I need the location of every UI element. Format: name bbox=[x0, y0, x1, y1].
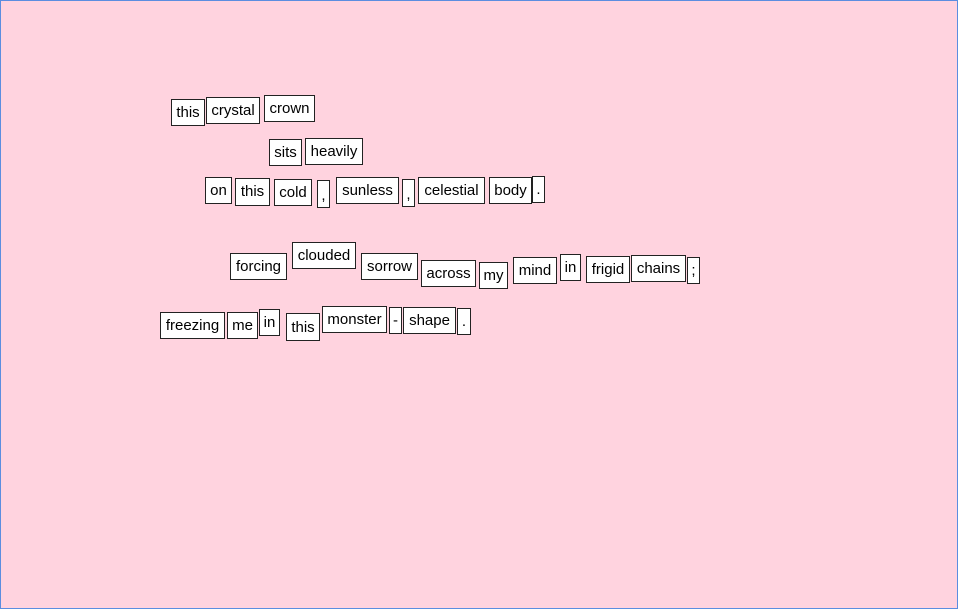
word-tile[interactable]: chains bbox=[631, 255, 686, 282]
word-tile[interactable]: cold bbox=[274, 179, 312, 206]
word-tile[interactable]: , bbox=[317, 180, 330, 208]
word-tile[interactable]: in bbox=[560, 254, 581, 281]
word-tile[interactable]: mind bbox=[513, 257, 557, 284]
word-tile[interactable]: this bbox=[286, 313, 320, 341]
word-tile[interactable]: sits bbox=[269, 139, 302, 166]
word-tile[interactable]: heavily bbox=[305, 138, 363, 165]
word-tile[interactable]: sunless bbox=[336, 177, 399, 204]
word-tile[interactable]: sorrow bbox=[361, 253, 418, 280]
word-tile[interactable]: me bbox=[227, 312, 258, 339]
word-tile[interactable]: on bbox=[205, 177, 232, 204]
word-tile[interactable]: , bbox=[402, 179, 415, 207]
word-tile[interactable]: across bbox=[421, 260, 476, 287]
word-tile[interactable]: monster bbox=[322, 306, 387, 333]
word-tile[interactable]: . bbox=[457, 308, 471, 335]
word-tile[interactable]: my bbox=[479, 262, 508, 289]
word-tile[interactable]: in bbox=[259, 309, 280, 336]
word-tile[interactable]: body bbox=[489, 177, 532, 204]
word-tile[interactable]: clouded bbox=[292, 242, 356, 269]
word-tile[interactable]: celestial bbox=[418, 177, 485, 204]
word-tile[interactable]: ; bbox=[687, 257, 700, 284]
word-tile[interactable]: . bbox=[532, 176, 545, 203]
word-tile[interactable]: this bbox=[235, 178, 270, 206]
word-tile[interactable]: forcing bbox=[230, 253, 287, 280]
word-tile[interactable]: shape bbox=[403, 307, 456, 334]
word-tile[interactable]: - bbox=[389, 307, 402, 334]
word-tile[interactable]: this bbox=[171, 99, 205, 126]
word-tile[interactable]: freezing bbox=[160, 312, 225, 339]
word-tile[interactable]: crown bbox=[264, 95, 315, 122]
word-tile[interactable]: crystal bbox=[206, 97, 260, 124]
word-tile[interactable]: frigid bbox=[586, 256, 630, 283]
